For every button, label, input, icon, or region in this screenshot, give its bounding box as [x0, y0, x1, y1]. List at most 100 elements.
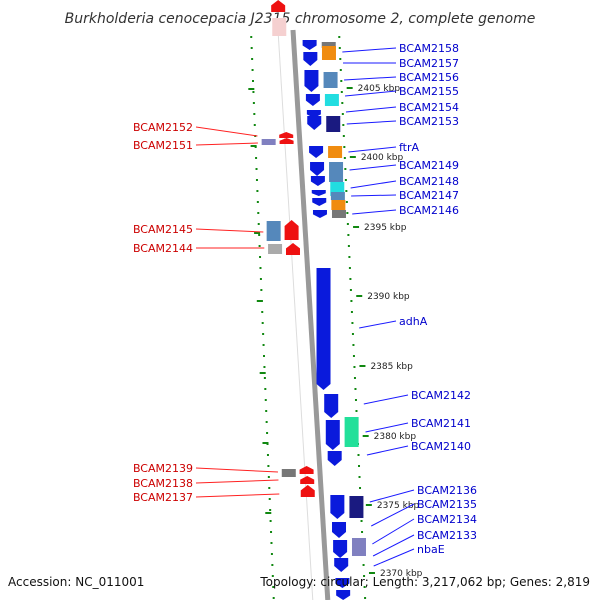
right-track-dot: [358, 465, 361, 467]
left-gene-label: BCAM2145: [133, 223, 193, 236]
gene-block: [331, 200, 346, 210]
right-gene-label: BCAM2157: [399, 57, 459, 70]
forward-gene-arrow: [330, 495, 345, 519]
right-leader-line: [350, 180, 397, 189]
left-track-dot: [255, 168, 258, 170]
right-leader-line: [372, 518, 415, 545]
forward-gene-arrow: [324, 394, 339, 418]
right-leader-line: [342, 47, 397, 53]
left-track-dot: [270, 531, 273, 533]
right-track-dot: [345, 190, 348, 192]
left-track-dash: [265, 512, 272, 514]
left-track-dot: [252, 91, 255, 93]
gene-features: [261, 0, 366, 600]
right-leader-line: [365, 422, 409, 433]
left-track-dot: [258, 245, 261, 247]
right-track-dot: [363, 586, 366, 588]
right-gene-label: BCAM2141: [411, 417, 471, 430]
chromosome-backbone: [277, 29, 331, 600]
forward-gene-arrow: [316, 268, 331, 390]
left-track-dash: [254, 232, 261, 234]
left-gene-label: BCAM2144: [133, 242, 193, 255]
right-gene-label: BCAM2133: [417, 529, 477, 542]
left-track-dash: [248, 88, 255, 90]
forward-gene-arrow: [305, 94, 320, 106]
forward-gene-arrow: [304, 70, 319, 92]
left-track-dot: [250, 36, 253, 38]
label-leaders: [195, 47, 415, 567]
left-leader-line: [195, 479, 279, 484]
reverse-gene-arrow: [300, 476, 315, 484]
scale-tick-label: 2375 kbp: [377, 501, 420, 511]
right-leader-line: [369, 489, 415, 503]
right-track-dot: [362, 564, 365, 566]
left-track-dot: [251, 69, 254, 71]
forward-gene-arrow: [311, 190, 326, 196]
right-gene-label: BCAM2148: [399, 175, 459, 188]
right-track-dot: [351, 333, 354, 335]
left-track-dot: [263, 377, 266, 379]
left-leader-line: [195, 228, 264, 233]
right-leader-line: [372, 534, 415, 557]
right-track-dot: [339, 69, 342, 71]
left-track-dot: [266, 454, 269, 456]
left-track-dot: [252, 80, 254, 82]
right-leader-line: [351, 194, 397, 197]
left-track-dash: [262, 442, 269, 444]
gene-block: [330, 192, 345, 200]
left-track-dot: [269, 509, 272, 511]
reverse-gene-arrow: [279, 138, 294, 144]
right-leader-line: [371, 503, 415, 527]
right-track-dot: [350, 311, 353, 313]
right-track-dot: [349, 289, 352, 291]
right-track-dot: [354, 388, 357, 390]
reverse-gene-arrow: [285, 243, 300, 255]
backbone-inner-guide: [277, 29, 314, 600]
gene-block: [329, 162, 344, 182]
right-track-dot: [344, 179, 347, 181]
right-track-dot: [346, 223, 349, 225]
right-gene-label: BCAM2134: [417, 513, 477, 526]
forward-gene-arrow: [307, 116, 322, 130]
right-track-dot: [343, 157, 346, 159]
left-gene-block: [281, 469, 296, 477]
right-track-dot: [344, 168, 347, 170]
left-track-dot: [264, 388, 267, 390]
left-leader-line: [195, 126, 258, 137]
right-track-dot: [346, 212, 349, 214]
left-leader-line: [195, 493, 280, 498]
right-gene-label: BCAM2155: [399, 85, 459, 98]
right-track-dot: [345, 201, 348, 203]
left-track-dot: [255, 179, 258, 181]
right-track-dot: [352, 355, 355, 357]
right-leader-line: [345, 106, 397, 113]
right-track-dot: [347, 234, 350, 236]
reverse-gene-arrow: [284, 220, 299, 240]
gene-block: [321, 42, 336, 48]
right-track-dot: [338, 36, 341, 38]
left-gene-label: BCAM2152: [133, 121, 193, 134]
gene-block: [323, 72, 338, 88]
right-track-dot: [360, 520, 363, 522]
left-track-dot: [260, 289, 263, 291]
right-track-dot: [348, 267, 351, 269]
right-track-dot: [359, 487, 362, 489]
right-track-dot: [350, 300, 353, 302]
gene-labels: BCAM2158BCAM2157BCAM2156BCAM2155BCAM2154…: [133, 42, 477, 556]
left-track-dot: [257, 212, 260, 214]
scale-tick: [362, 435, 369, 437]
left-track-dot: [264, 399, 267, 401]
left-gene-block: [268, 244, 283, 254]
left-track-dot: [261, 311, 264, 313]
scale-tick-label: 2390 kbp: [367, 292, 410, 302]
right-track-dot: [353, 366, 356, 368]
right-leader-line: [348, 146, 397, 153]
left-track-dot: [250, 47, 253, 49]
right-gene-label: BCAM2135: [417, 498, 477, 511]
gene-block: [328, 146, 343, 158]
left-track-dot: [266, 432, 269, 434]
scale-tick: [356, 295, 363, 297]
gene-block: [326, 116, 341, 132]
left-gene-label: BCAM2138: [133, 477, 193, 490]
